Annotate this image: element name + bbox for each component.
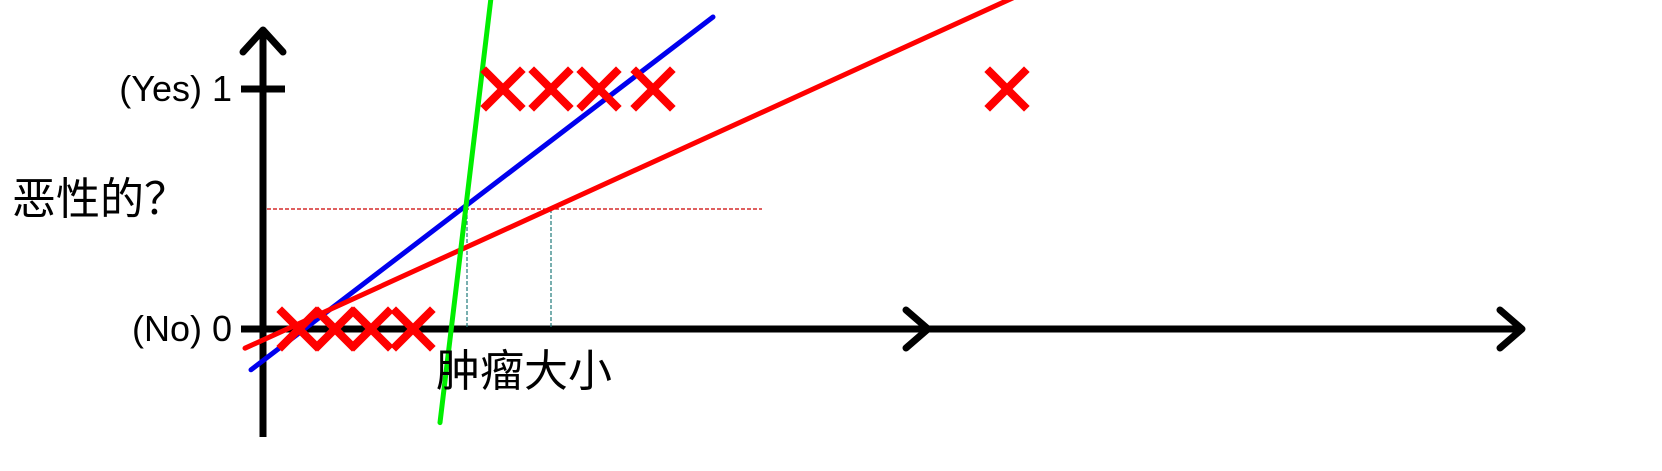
data-point-4 [480, 66, 526, 112]
data-point-5-stroke-b [528, 66, 574, 112]
fit-line-red [242, 0, 1015, 351]
data-points [276, 66, 1030, 352]
data-point-3 [390, 306, 436, 352]
fit-lines [242, 0, 1015, 426]
labels: (Yes) 1 (No) 0 恶性的？ 肿瘤大小 [12, 68, 612, 397]
x-axis-label: 肿瘤大小 [436, 346, 612, 397]
y-tick-label-no: (No) 0 [132, 308, 232, 349]
axes [239, 26, 1526, 437]
fit-line-green [437, 0, 494, 426]
data-point-2-stroke-b [348, 306, 394, 352]
y-axis-arrowhead [239, 26, 287, 56]
data-point-8-stroke-b [984, 66, 1030, 112]
data-point-0-stroke-b [276, 306, 322, 352]
threshold-guides [267, 208, 762, 329]
data-point-8 [984, 66, 1030, 112]
data-point-6-stroke-b [576, 66, 622, 112]
data-point-1-stroke-b [312, 306, 358, 352]
data-point-2 [348, 306, 394, 352]
data-point-4-stroke-b [480, 66, 526, 112]
data-point-7 [630, 66, 676, 112]
data-point-7-stroke-b [630, 66, 676, 112]
y-tick-label-yes: (Yes) 1 [119, 68, 232, 109]
data-point-5 [528, 66, 574, 112]
x-axis-arrowhead-mid [902, 306, 932, 352]
y-axis-label: 恶性的？ [12, 174, 188, 225]
data-point-0 [276, 306, 322, 352]
data-point-6 [576, 66, 622, 112]
x-axis-arrowhead-end [1496, 306, 1526, 352]
data-point-3-stroke-b [390, 306, 436, 352]
data-point-1 [312, 306, 358, 352]
